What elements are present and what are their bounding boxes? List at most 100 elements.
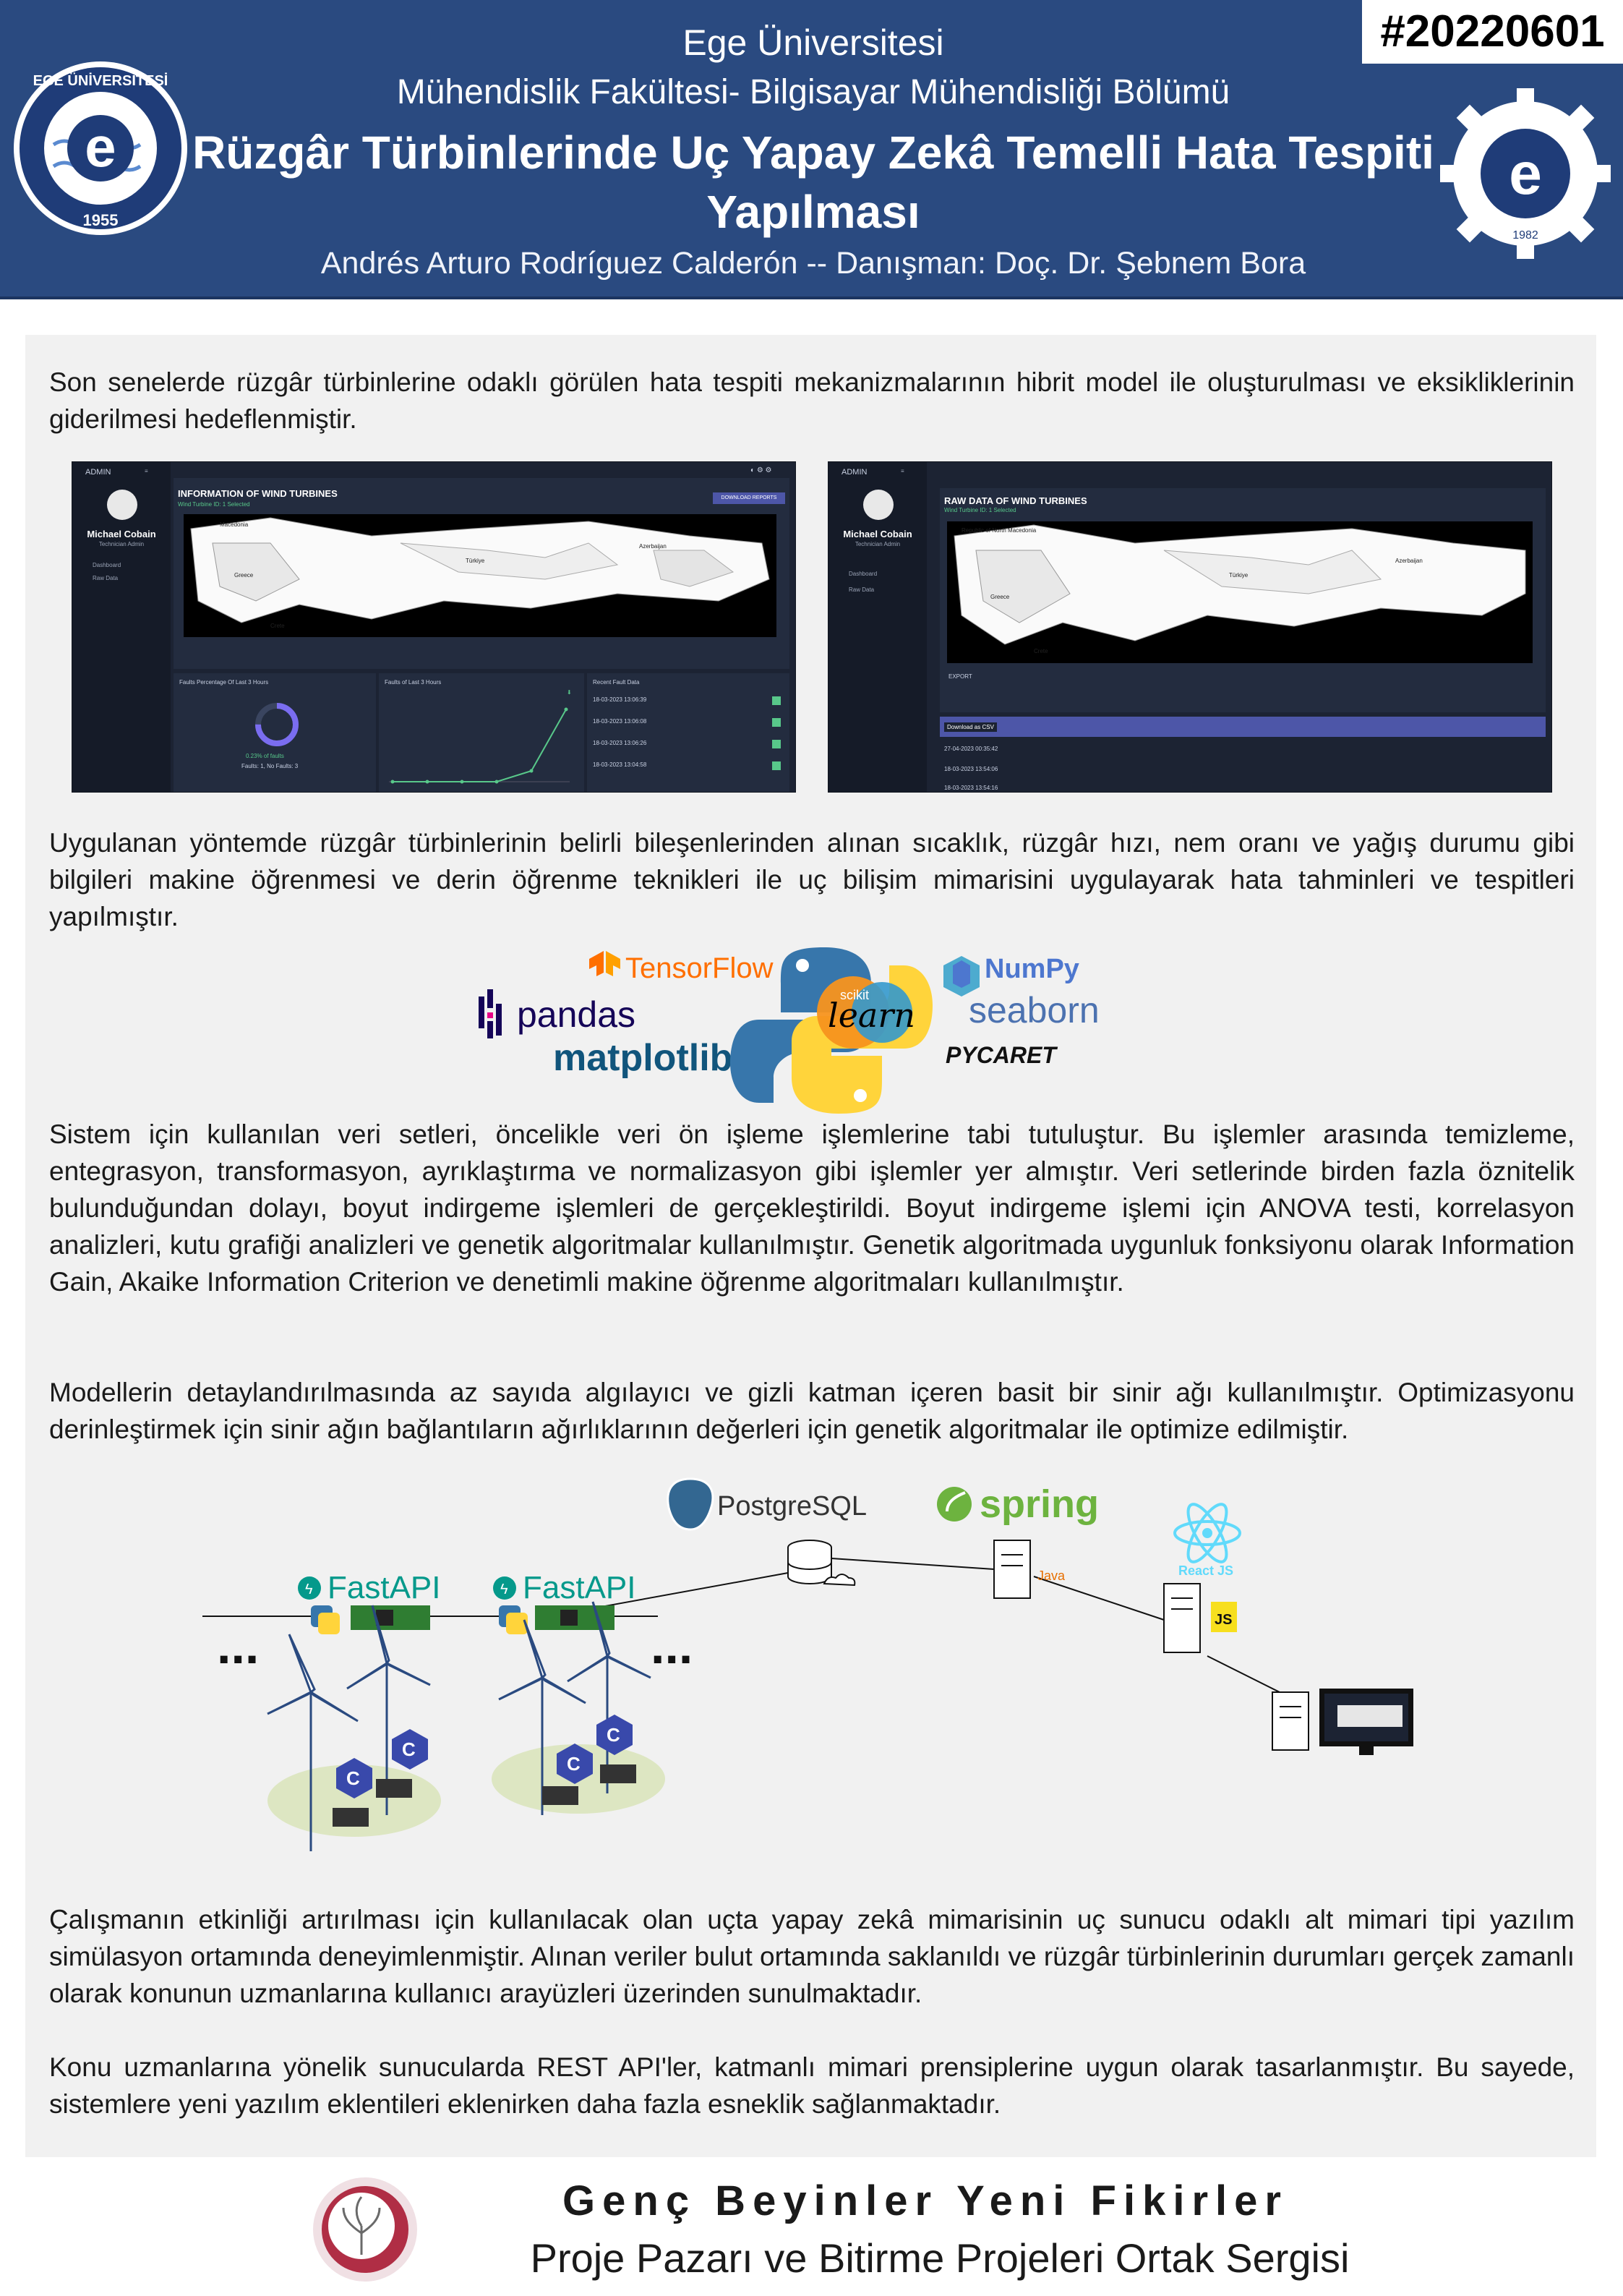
paragraph-rest-api: Konu uzmanlarına yönelik sunucularda RES…	[49, 2052, 1575, 2119]
donut-value: 0.23% of faults	[246, 753, 284, 759]
architecture-diagram: ... ... ϟ FastAPI ϟ FastAPI	[202, 1475, 1431, 1880]
line-point	[529, 769, 534, 773]
paragraph-method: Uygulanan yöntemde rüzgâr türbinlerinin …	[49, 828, 1575, 931]
line-point	[390, 780, 395, 784]
table-row: 18-03-2023 13:54:06	[944, 766, 998, 772]
menu-icon: ≡	[901, 468, 904, 474]
svg-text:scikit: scikit	[840, 988, 869, 1002]
download-icon[interactable]: ⬇	[567, 689, 572, 696]
faults-percentage-panel: Faults Percentage Of Last 3 Hours 0.23% …	[174, 673, 376, 792]
spring-logo: spring Java	[937, 1482, 1099, 1599]
poster-header: e 1955 EGE ÜNİVERSİTESİ #20220601 Ege Ün…	[0, 0, 1623, 299]
connection-lines	[202, 1558, 1288, 1697]
server-icon	[1272, 1691, 1309, 1751]
avatar	[863, 490, 894, 520]
map-label: Azerbaijan	[639, 543, 667, 550]
download-csv-button[interactable]: Download as CSV	[944, 722, 997, 732]
table-row: 27-04-2023 00:35:42	[944, 746, 998, 752]
nav-dashboard[interactable]: Dashboard	[849, 571, 878, 577]
esp32-board	[333, 1808, 369, 1827]
svg-text:1982: 1982	[1512, 229, 1538, 242]
svg-text:spring: spring	[980, 1482, 1099, 1526]
svg-text:learn: learn	[828, 996, 915, 1035]
svg-text:ϟ: ϟ	[500, 1582, 508, 1597]
c-language-icon: C	[336, 1758, 372, 1798]
map-label: Macedonia	[220, 521, 249, 528]
panel-title: RAW DATA OF WIND TURBINES	[944, 495, 1087, 506]
line-point	[564, 707, 568, 712]
map-label: Greece	[234, 572, 254, 579]
matplotlib-logo: matplotlib	[553, 1037, 732, 1079]
panel-title: Faults of Last 3 Hours	[385, 679, 442, 686]
fault-row[interactable]: 18-03-2023 13:06:39	[593, 696, 647, 703]
pandas-logo: pandas	[479, 989, 635, 1038]
line-point	[494, 780, 499, 784]
engineering-faculty-logo: e 1982	[1440, 88, 1611, 259]
status-badge	[772, 740, 781, 748]
database-server-icon	[787, 1540, 856, 1587]
edge-node-2: ϟ FastAPI	[493, 1570, 636, 1634]
footer-slogan: Genç Beyinler Yeni Fikirler	[562, 2177, 1288, 2224]
faculty-name: Mühendislik Fakültesi- Bilgisayar Mühend…	[396, 73, 1230, 111]
c-language-icon: C	[392, 1729, 428, 1770]
nav-raw-data[interactable]: Raw Data	[849, 586, 875, 593]
export-label[interactable]: EXPORT	[948, 673, 972, 680]
map-panel: INFORMATION OF WIND TURBINES Wind Turbin…	[174, 478, 789, 669]
paragraph-edge-ai: Çalışmanın etkinliği artırılması için ku…	[49, 1905, 1575, 2008]
paragraph-intro: Son senelerde rüzgâr türbinlerine odaklı…	[49, 367, 1575, 434]
download-reports-button[interactable]: DOWNLOAD REPORTS	[713, 492, 785, 504]
poster-title-line1: Rüzgâr Türbinlerinde Uç Yapay Zekâ Temel…	[192, 127, 1434, 179]
status-badge	[772, 696, 781, 705]
numpy-logo: NumPy	[943, 954, 1079, 997]
user-role: Technician Admin	[98, 541, 145, 547]
postgresql-logo: PostgreSQL	[667, 1477, 867, 1587]
university-name: Ege Üniversitesi	[682, 22, 944, 63]
fault-row[interactable]: 18-03-2023 13:04:58	[593, 761, 647, 768]
svg-text:e: e	[1509, 141, 1542, 207]
nav-dashboard[interactable]: Dashboard	[93, 562, 121, 568]
react-logo: React JS JS	[1163, 1503, 1241, 1653]
user-role: Technician Admin	[855, 541, 901, 547]
paragraph-neural-network: Modellerin detaylandırılmasında az sayıd…	[49, 1378, 1575, 1444]
donut-subtext: Faults: 1, No Faults: 3	[241, 763, 299, 769]
line-chart	[389, 707, 570, 784]
map-label: Crete	[270, 623, 285, 629]
fastapi-label: FastAPI	[523, 1570, 636, 1605]
authors: Andrés Arturo Rodríguez Calderón -- Danı…	[320, 246, 1306, 281]
status-badge	[772, 761, 781, 770]
status-badge	[772, 718, 781, 727]
map-shape	[184, 514, 776, 637]
svg-text:e: e	[85, 115, 116, 179]
fault-row[interactable]: 18-03-2023 13:06:26	[593, 740, 647, 746]
exhibition-logo	[313, 2177, 417, 2282]
donut-chart	[255, 703, 299, 746]
map-shape	[947, 521, 1533, 663]
c-language-icon: C	[557, 1744, 593, 1784]
java-label: Java	[1037, 1569, 1066, 1583]
panel-title: Recent Fault Data	[593, 679, 640, 686]
esp32-board	[542, 1786, 578, 1805]
map-view[interactable]: Macedonia Greece Türkiye Azerbaijan Cret…	[184, 514, 776, 637]
wind-turbine-group-1: C C	[267, 1605, 441, 1851]
ellipsis-left: ...	[217, 1618, 259, 1674]
svg-text:NumPy: NumPy	[985, 954, 1079, 984]
fault-row[interactable]: 18-03-2023 13:06:08	[593, 718, 647, 725]
map-label: Crete	[1034, 648, 1048, 654]
map-label: Republic of North Macedonia	[962, 527, 1037, 534]
panel-title: Faults Percentage Of Last 3 Hours	[179, 679, 269, 686]
nav-raw-data[interactable]: Raw Data	[93, 575, 119, 581]
admin-label: ADMIN	[842, 468, 868, 477]
esp32-board	[376, 1779, 412, 1798]
svg-text:C: C	[567, 1753, 581, 1775]
client-station	[1272, 1689, 1413, 1755]
svg-text:EGE ÜNİVERSİTESİ: EGE ÜNİVERSİTESİ	[33, 72, 168, 89]
map-label: Türkiye	[466, 558, 485, 564]
map-view[interactable]: Republic of North Macedonia Greece Türki…	[947, 521, 1533, 663]
table-header: Download as CSV	[940, 717, 1546, 737]
svg-text:pandas: pandas	[517, 994, 635, 1035]
map-label: Azerbaijan	[1395, 558, 1423, 564]
monitor-icon	[1319, 1689, 1413, 1755]
poster-title-line2: Yapılması	[706, 186, 920, 238]
svg-text:ϟ: ϟ	[305, 1582, 313, 1597]
wind-turbine-group-2: C C	[492, 1601, 665, 1815]
